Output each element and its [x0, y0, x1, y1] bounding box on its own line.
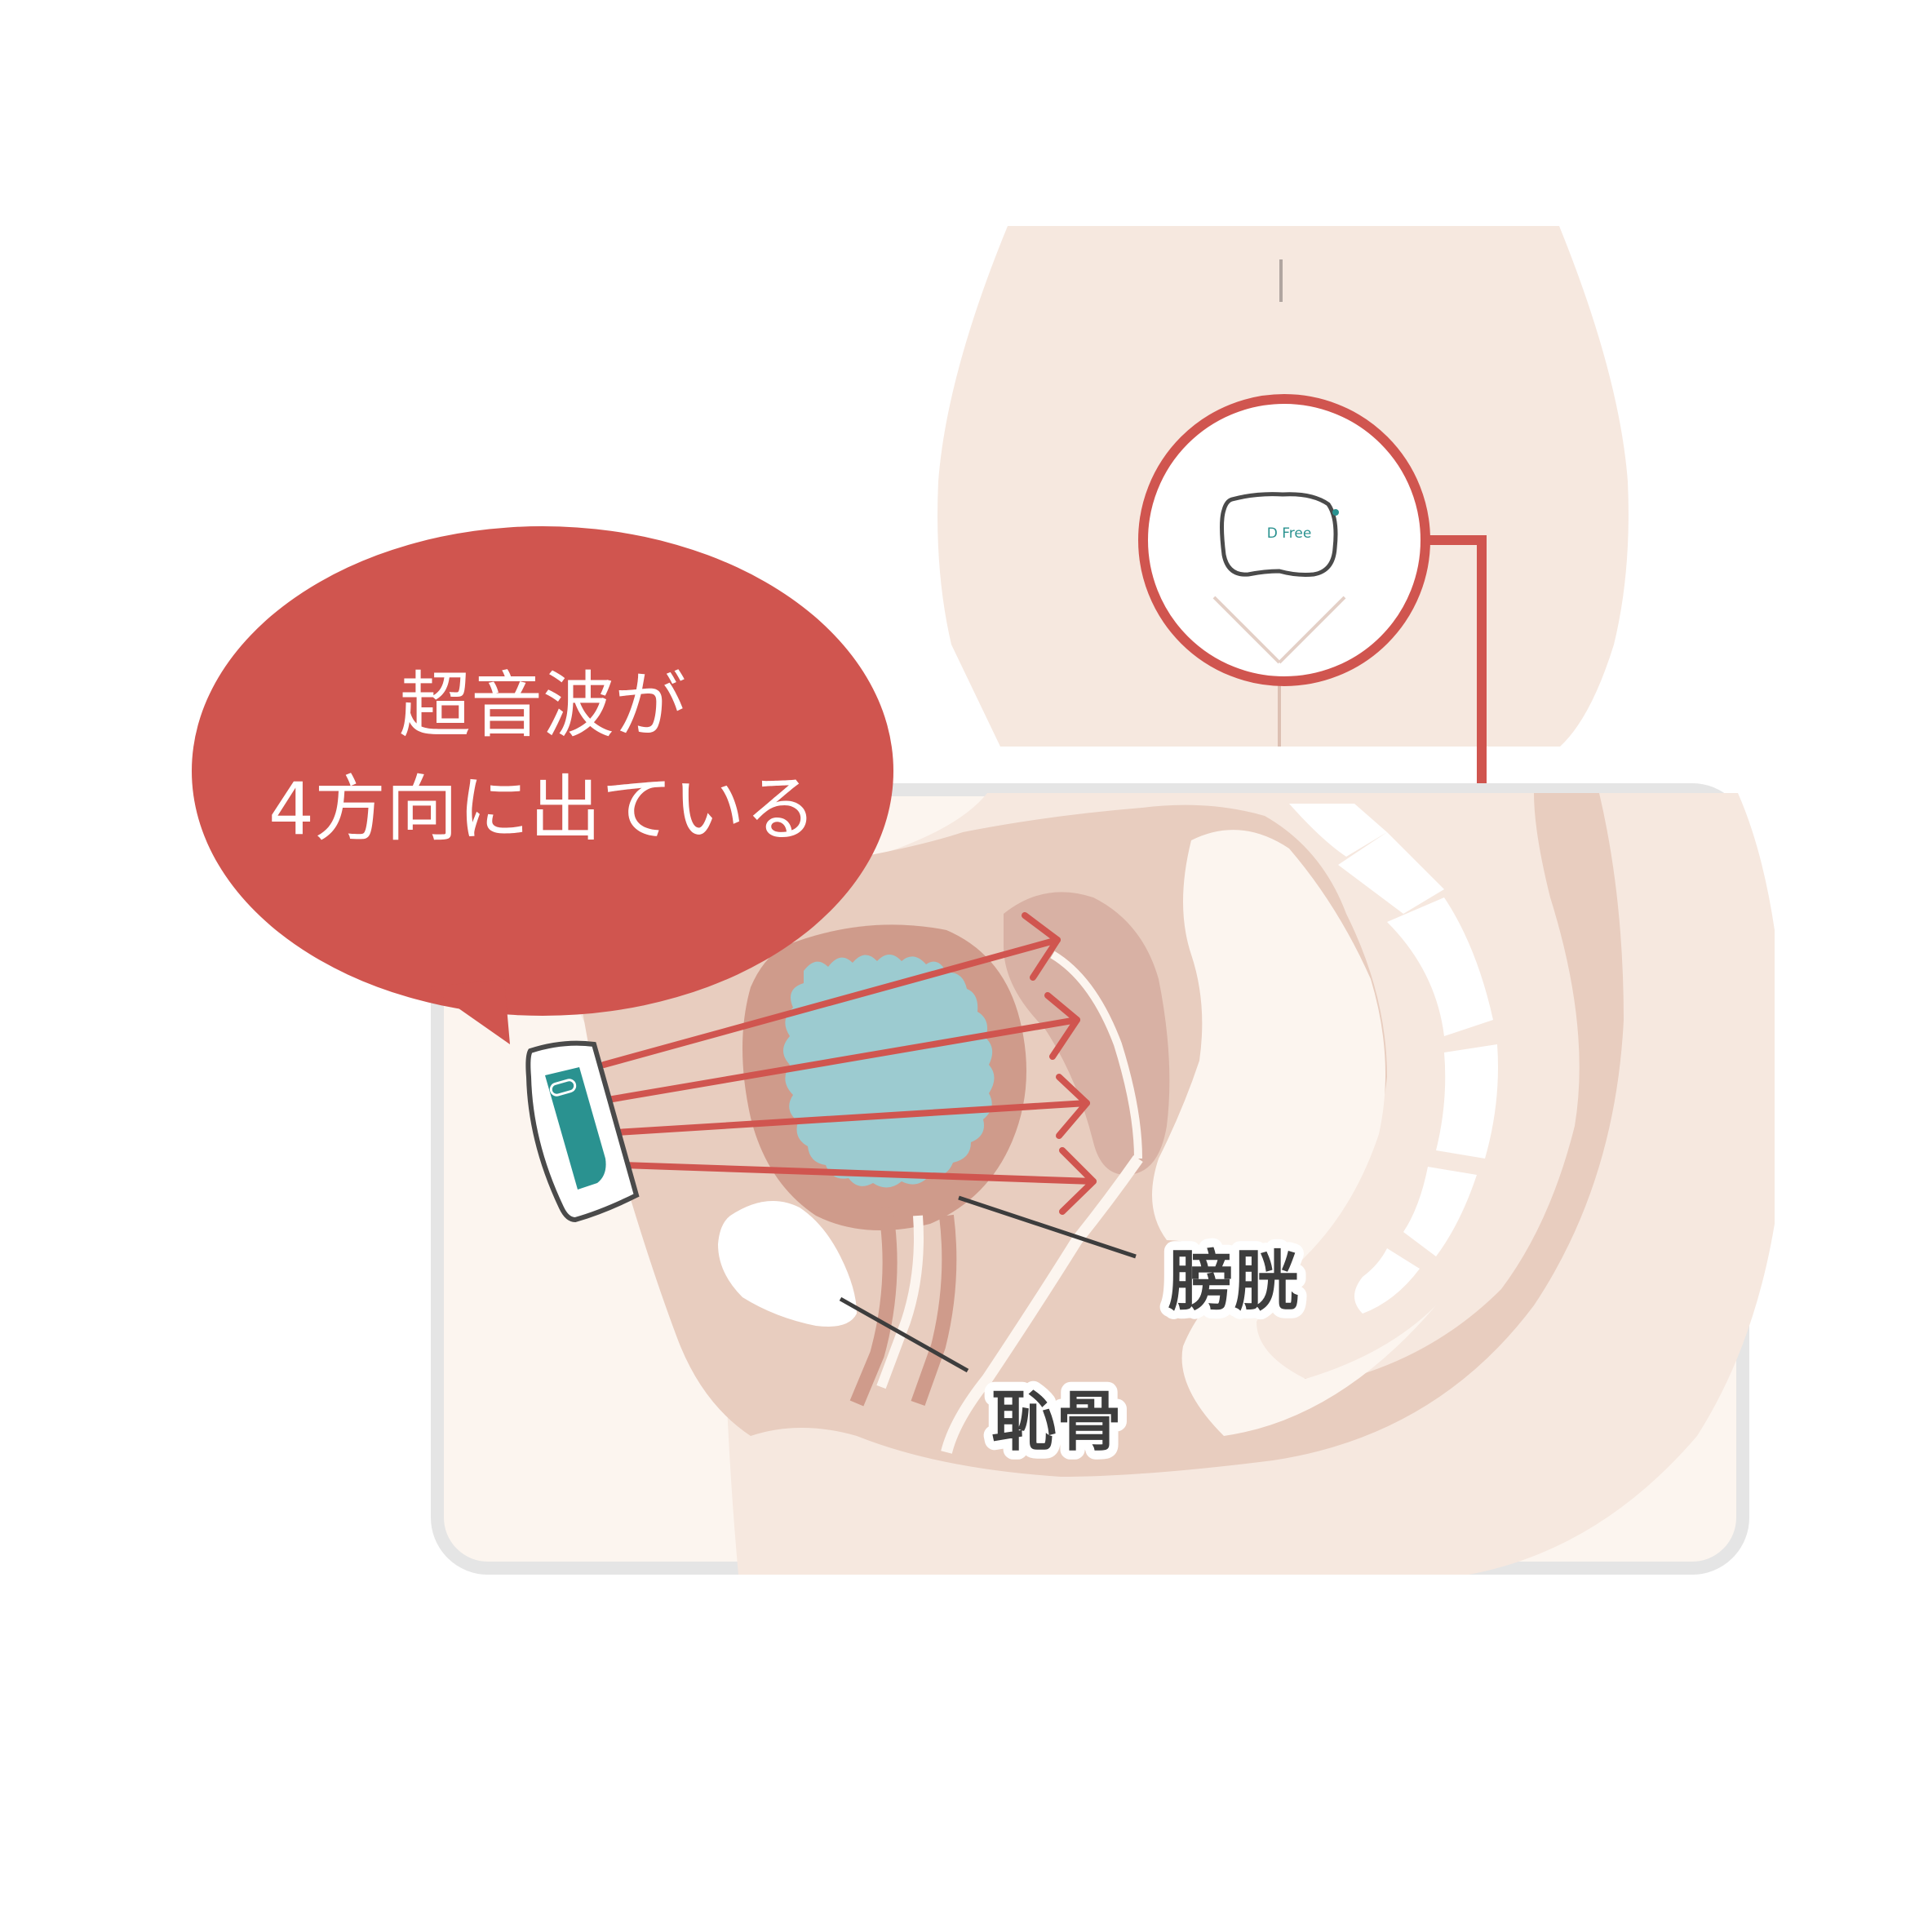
ultrasound-arrow-1: [601, 912, 1061, 1068]
label-leaders: [839, 1195, 1137, 1373]
rectum: [1152, 830, 1436, 1436]
vertebra-6: [1354, 1248, 1420, 1314]
label-bladder: 膀胱: [1168, 1243, 1299, 1319]
pubic-bone: [718, 1201, 857, 1327]
label-pubic-bone: 恥骨: [991, 1384, 1122, 1460]
vertebra-3: [1387, 897, 1493, 1036]
speech-bubble: 超音波が 4方向に出ている: [192, 526, 893, 1044]
magnified-v-line-right: [1278, 596, 1346, 664]
bladder-urine: [783, 955, 995, 1188]
urethra-tissue: [849, 1206, 957, 1407]
bubble-text-line1: 超音波が: [399, 663, 686, 747]
ultrasound-arrow-2: [605, 992, 1080, 1103]
ultrasound-arrow-4: [619, 1147, 1097, 1215]
magnified-v-line-left: [1212, 596, 1281, 664]
torso-front-view: D Free: [937, 226, 1629, 787]
bubble-body: [192, 526, 893, 1016]
bubble-text-line2: 4方向に出ている: [268, 767, 817, 851]
bubble-tail: [428, 979, 510, 1044]
vertebra-5: [1403, 1167, 1477, 1256]
connector-line: [1421, 535, 1487, 787]
device-sensor-slot: [549, 1079, 577, 1097]
dfree-device-front: D Free: [1220, 492, 1339, 577]
device-body: [1220, 492, 1338, 577]
device-sensor-panel: [545, 1067, 606, 1190]
ultrasound-arrow-3: [613, 1074, 1090, 1139]
sacrum-vertebrae: [1289, 804, 1498, 1314]
pubic-bone-leader-line: [839, 1296, 969, 1373]
bladder-leader-line: [958, 1195, 1137, 1259]
dfree-device-side: [525, 1040, 640, 1223]
vertebra-2: [1338, 832, 1444, 914]
urethra: [876, 1215, 924, 1389]
uterus-lining: [1050, 950, 1142, 1159]
vertebra-1: [1289, 804, 1387, 857]
vaginal-canal: [941, 1154, 1143, 1454]
device-brand-label: D Free: [1267, 525, 1312, 542]
ultrasound-arrows: [601, 912, 1097, 1215]
vertebra-4: [1436, 1044, 1498, 1159]
device-indicator-dot: [1332, 509, 1339, 516]
